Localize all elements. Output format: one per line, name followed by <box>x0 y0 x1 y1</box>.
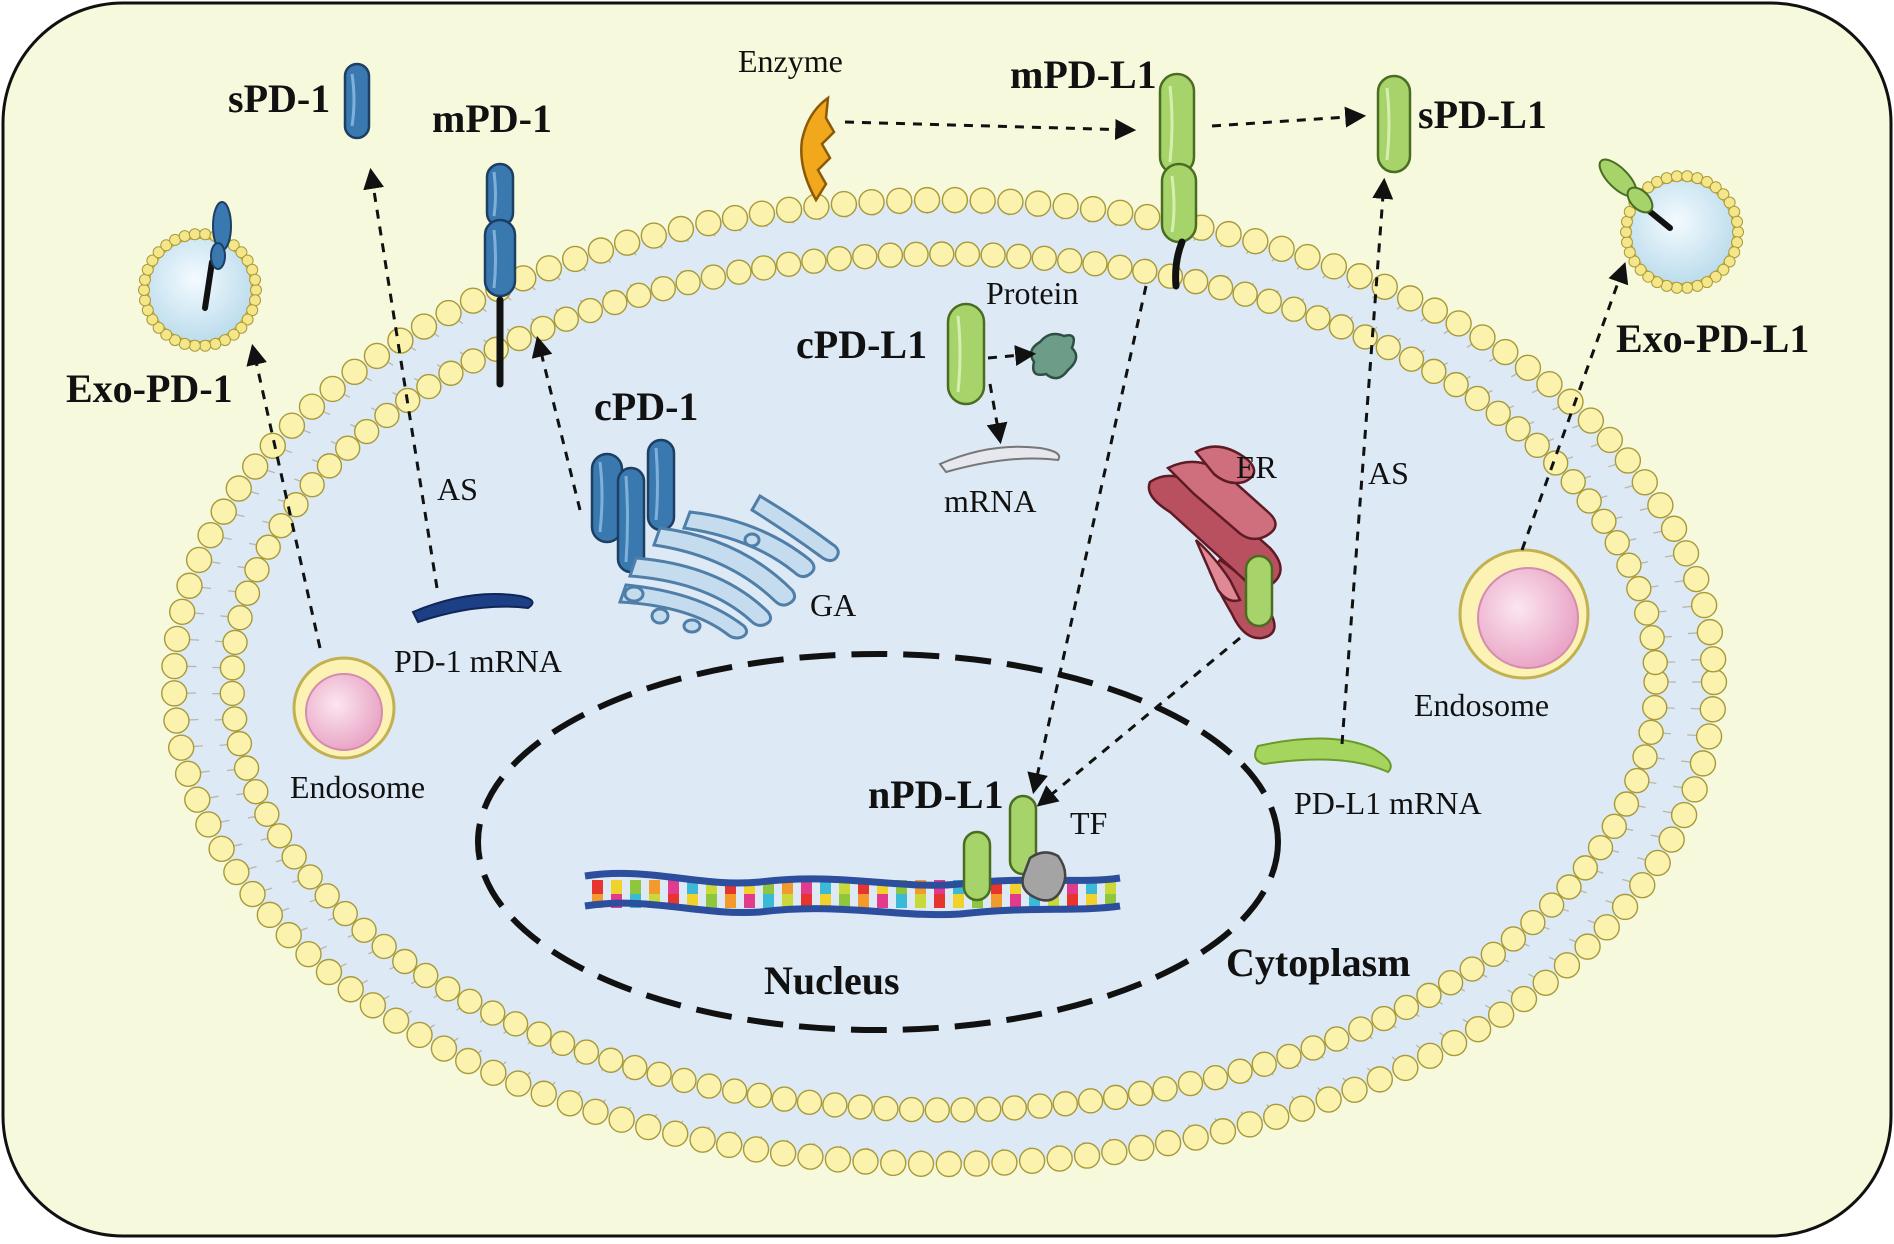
label-npdl1: nPD-L1 <box>868 772 1004 817</box>
label-cpd1: cPD-1 <box>594 384 698 429</box>
label-as-left: AS <box>437 471 478 507</box>
endosome-icon <box>294 658 394 758</box>
label-exo-pd1: Exo-PD-1 <box>66 366 233 411</box>
transcription-factor-icon <box>1023 852 1066 900</box>
label-protein: Protein <box>986 275 1078 311</box>
spdl1-ligand-icon <box>1378 76 1410 172</box>
label-endosome-right: Endosome <box>1414 687 1549 723</box>
label-spdl1: sPD-L1 <box>1418 92 1547 137</box>
label-endosome-left: Endosome <box>290 769 425 805</box>
label-enzyme: Enzyme <box>738 43 843 79</box>
er-pdl1-ligand-icon <box>1246 556 1272 626</box>
endosome-icon <box>1460 550 1588 678</box>
label-pdl1-mrna: PD-L1 mRNA <box>1294 785 1482 821</box>
label-tf: TF <box>1070 805 1107 841</box>
label-nucleus: Nucleus <box>764 958 900 1003</box>
label-er: ER <box>1236 449 1278 485</box>
label-ga: GA <box>810 587 856 623</box>
label-spd1: sPD-1 <box>228 76 330 121</box>
label-mpdl1: mPD-L1 <box>1010 52 1157 97</box>
label-mrna: mRNA <box>944 483 1036 519</box>
label-cytoplasm: Cytoplasm <box>1226 940 1410 985</box>
label-cpdl1: cPD-L1 <box>796 322 927 367</box>
label-as-right: AS <box>1368 455 1409 491</box>
label-mpd1: mPD-1 <box>432 96 552 141</box>
label-pd1-mrna: PD-1 mRNA <box>394 643 562 679</box>
label-exo-pdl1: Exo-PD-L1 <box>1616 316 1809 361</box>
cpdl1-ligand-icon <box>948 304 984 404</box>
spd1-receptor-icon <box>345 64 369 138</box>
